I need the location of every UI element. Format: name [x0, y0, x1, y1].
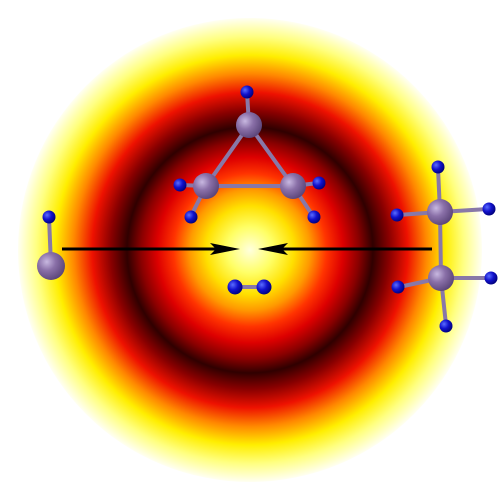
molecule-atom-icon: [37, 210, 65, 280]
nitrogen-pair-icon: [227, 279, 272, 295]
molecule-cluster-icon: [173, 85, 326, 224]
reaction-arrows-icon: [62, 243, 432, 255]
molecule-dimer-icon: [390, 160, 498, 333]
heat-map-rings: [18, 18, 482, 482]
